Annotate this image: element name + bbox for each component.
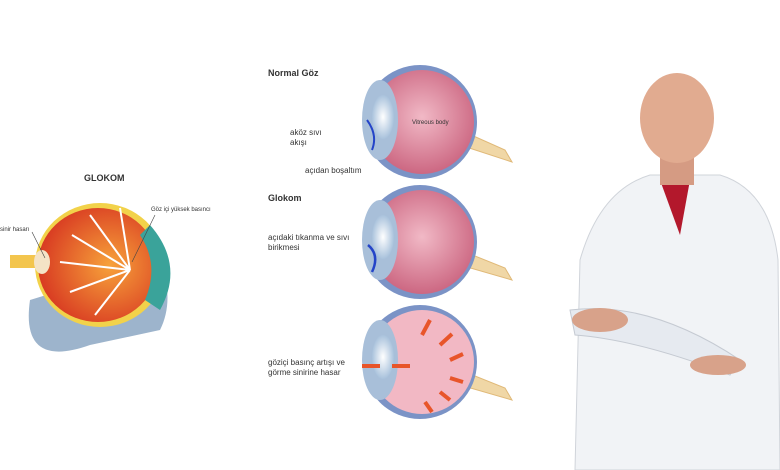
glaucoma-title: Glokom — [268, 193, 302, 203]
label-drainage: açıdan boşaltım — [305, 166, 362, 175]
glaucoma-eye-cross-section — [10, 203, 171, 352]
label-vitreous: Vitreous body — [412, 120, 449, 126]
glaucoma-eye-diagram — [362, 185, 514, 299]
normal-eye-title: Normal Göz — [268, 68, 319, 78]
label-angle-block: açıdaki tıkanma ve sıvı birikmesi — [268, 233, 350, 252]
label-pressure: Göz içi yüksek basıncı — [151, 207, 211, 213]
label-aqueous-flow: aköz sıvı akışı — [290, 128, 322, 147]
label-nerve-damage: sinir hasarı — [0, 227, 30, 233]
left-diagram-title: GLOKOM — [84, 173, 125, 183]
pressure-damage-eye-diagram — [362, 305, 514, 419]
normal-eye-diagram — [362, 65, 514, 179]
label-pressure-damage: göziçi basınç artışı ve görme sinirine h… — [268, 358, 345, 377]
doctor-photo — [569, 73, 780, 470]
